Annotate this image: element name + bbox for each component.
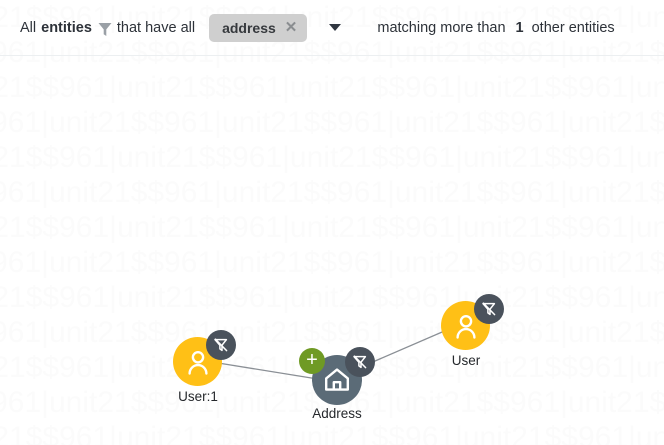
match-prefix-label: matching more than	[377, 19, 506, 36]
filter-bar: All entities that have all address ✕ mat…	[0, 0, 664, 56]
person-icon	[455, 314, 476, 339]
filter-off-icon	[353, 355, 367, 369]
user2-filter-off-badge[interactable]	[474, 294, 504, 324]
filter-chip-label: address	[222, 19, 276, 36]
address-filter-off-badge[interactable]	[345, 347, 375, 377]
chevron-down-icon[interactable]	[329, 24, 342, 31]
filter-off-icon	[214, 338, 228, 352]
edge-user1-address	[211, 361, 331, 382]
filter-condition-label: that have all	[116, 19, 196, 36]
funnel-icon	[98, 22, 112, 37]
filter-chip-address[interactable]: address ✕	[209, 13, 308, 42]
person-icon	[187, 350, 208, 375]
filter-off-icon	[482, 302, 496, 316]
filter-entity-label: entities	[41, 19, 92, 36]
user1-filter-off-badge[interactable]	[206, 330, 236, 360]
filter-prefix-label: All	[20, 19, 37, 36]
graph-canvas[interactable]: User:1 + Address	[0, 56, 664, 445]
user1-node-label: User:1	[178, 389, 218, 404]
address-node-label: Address	[312, 406, 362, 421]
match-suffix-label: other entities	[531, 19, 615, 36]
match-count-value[interactable]: 1	[515, 19, 524, 36]
plus-icon: +	[306, 349, 318, 371]
close-icon[interactable]: ✕	[284, 19, 298, 36]
address-add-badge[interactable]: +	[299, 348, 325, 374]
user2-node-label: User	[451, 353, 481, 368]
house-icon	[325, 368, 349, 391]
